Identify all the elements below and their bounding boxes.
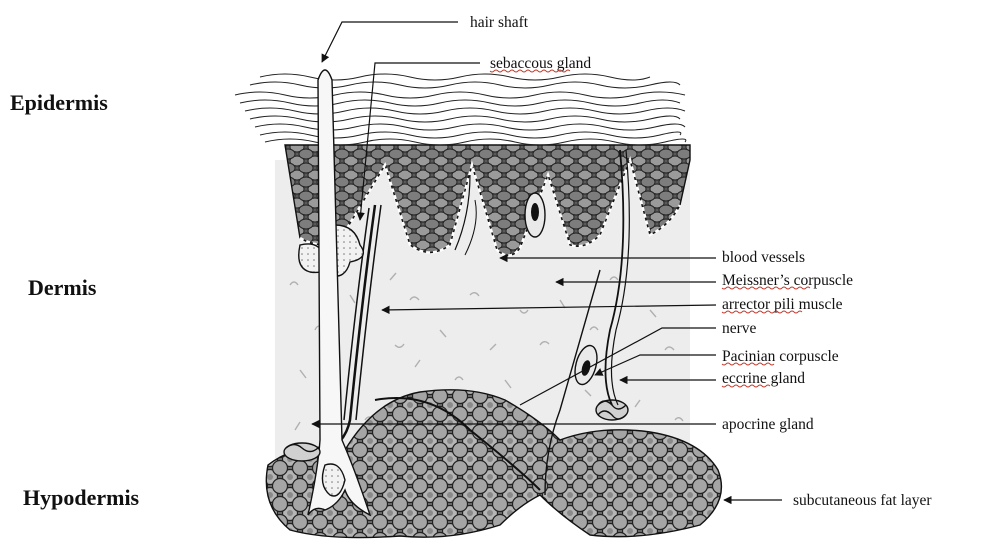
label-dermis: Dermis [28, 275, 97, 300]
label-meissners-corpuscle: Meissner’s corpuscle [722, 272, 853, 289]
label-apocrine-gland: apocrine gland [722, 416, 814, 433]
label-subcutaneous-fat-layer: subcutaneous fat layer [793, 492, 932, 509]
leader-hair-shaft [322, 22, 458, 62]
label-hair-shaft: hair shaft [470, 14, 529, 31]
apocrine-gland-coil [284, 443, 320, 461]
label-blood-vessels: blood vessels [722, 249, 805, 266]
label-epidermis: Epidermis [10, 90, 108, 115]
label-arrector-pili: arrector pili muscle [722, 296, 843, 313]
label-pacinian-corpuscle: Pacinian corpuscle [722, 348, 839, 365]
stratum-corneum [235, 74, 686, 145]
label-nerve: nerve [722, 320, 757, 337]
label-hypodermis: Hypodermis [23, 485, 140, 510]
meissners-core [531, 203, 539, 221]
label-eccrine-gland: eccrine gland [722, 370, 805, 387]
label-sebaceous-gland: sebaccous gland [490, 55, 591, 72]
